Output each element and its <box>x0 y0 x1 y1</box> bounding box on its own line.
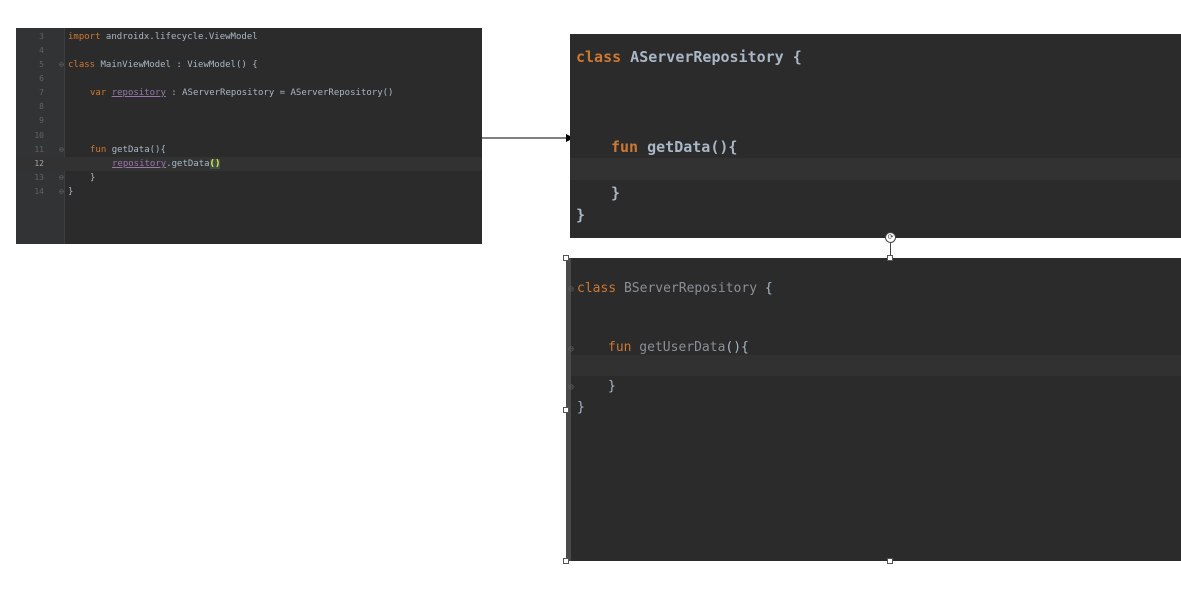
line-number: 6 <box>39 74 44 83</box>
line-number: 8 <box>39 102 44 111</box>
keyword: fun <box>90 145 107 155</box>
line-number: 7 <box>39 88 44 97</box>
keyword: class <box>577 281 617 296</box>
code-line-close-outer[interactable]: } <box>577 400 585 415</box>
property-name: repository <box>111 88 166 98</box>
class-name: BServerRepository <box>616 281 765 296</box>
current-line-highlight <box>571 355 1181 376</box>
fold-icon[interactable]: ⊖ <box>568 382 575 393</box>
method-call: .getData <box>166 159 210 169</box>
code-line-class[interactable]: class MainViewModel : ViewModel() { <box>68 58 258 72</box>
class-name: AServerRepository <box>621 48 793 66</box>
resize-handle-top[interactable] <box>887 255 893 261</box>
resize-handle-top-left[interactable] <box>563 255 569 261</box>
line-number: 11 <box>34 145 44 154</box>
function-name: getData <box>638 138 711 156</box>
rotate-handle-stem <box>890 243 891 256</box>
matched-parens: () <box>209 159 221 169</box>
code-line-class[interactable]: class AServerRepository { <box>576 46 802 68</box>
current-line-highlight <box>16 157 482 171</box>
function-parens: (){ <box>149 145 166 155</box>
function-parens: (){ <box>725 340 749 355</box>
rotate-handle-icon[interactable]: ⟳ <box>885 232 896 243</box>
code-line-fun[interactable]: fun getData(){ <box>90 143 166 157</box>
fold-icon[interactable]: ⊖ <box>59 173 64 182</box>
bserver-repository-editor[interactable]: ⊖ ⊖ ⊖ class BServerRepository { fun getU… <box>566 258 1181 561</box>
fold-icon[interactable]: ⊖ <box>568 344 575 355</box>
code-line-var[interactable]: var repository : AServerRepository = ASe… <box>90 86 393 100</box>
resize-handle-left[interactable] <box>563 407 569 413</box>
gutter-divider <box>64 28 65 244</box>
function-parens: (){ <box>710 138 738 156</box>
line-number: 13 <box>34 173 44 182</box>
line-number: 9 <box>39 116 44 125</box>
right-arrow-icon <box>482 134 574 142</box>
code-line-import[interactable]: import androidx.lifecycle.ViewModel <box>68 30 258 44</box>
code-line-close-outer[interactable]: } <box>576 206 586 224</box>
main-viewmodel-editor[interactable]: 3 4 5 6 7 8 9 10 11 12 13 14 ⊖ ⊖ ⊖ ⊖ imp… <box>16 28 482 244</box>
open-brace: { <box>764 281 773 296</box>
code-line-close-inner[interactable]: } <box>608 379 616 394</box>
line-number: 10 <box>34 131 44 140</box>
keyword: fun <box>608 340 632 355</box>
code-line-class[interactable]: class BServerRepository { <box>577 279 773 299</box>
keyword: fun <box>611 138 639 156</box>
function-name: getData <box>111 145 150 155</box>
code-line-fun[interactable]: fun getUserData(){ <box>608 338 749 358</box>
code-line-close-outer[interactable]: } <box>68 187 74 197</box>
fold-icon[interactable]: ⊖ <box>59 145 64 154</box>
code-line-close-inner[interactable]: } <box>611 184 621 202</box>
resize-handle-bottom-left[interactable] <box>563 558 569 564</box>
keyword: import <box>68 32 101 42</box>
code-line-fun[interactable]: fun getData(){ <box>611 136 737 158</box>
fold-icon[interactable]: ⊖ <box>59 60 64 69</box>
fold-icon[interactable]: ⊖ <box>568 284 575 295</box>
current-line-highlight <box>570 158 1181 180</box>
class-declaration: MainViewModel : ViewModel() { <box>95 60 258 70</box>
keyword: class <box>68 60 96 70</box>
fold-icon[interactable]: ⊖ <box>59 187 64 196</box>
property-ref: repository <box>112 159 167 169</box>
keyword: class <box>576 48 622 66</box>
var-type: : AServerRepository = AServerRepository(… <box>165 88 394 98</box>
resize-handle-bottom[interactable] <box>887 558 893 564</box>
line-number: 3 <box>39 32 44 41</box>
import-path: androidx.lifecycle.ViewModel <box>100 32 258 42</box>
keyword: var <box>90 88 107 98</box>
open-brace: { <box>792 48 802 66</box>
code-line-close-inner[interactable]: } <box>90 173 96 183</box>
line-number: 14 <box>34 187 44 196</box>
function-name: getUserData <box>631 340 726 355</box>
line-number: 5 <box>39 60 44 69</box>
aserver-repository-editor[interactable]: class AServerRepository { fun getData(){… <box>570 34 1181 238</box>
line-number-gutter <box>16 28 64 244</box>
code-line-call[interactable]: repository.getData() <box>112 157 221 171</box>
line-number-current: 12 <box>34 159 44 168</box>
line-number: 4 <box>39 46 44 55</box>
